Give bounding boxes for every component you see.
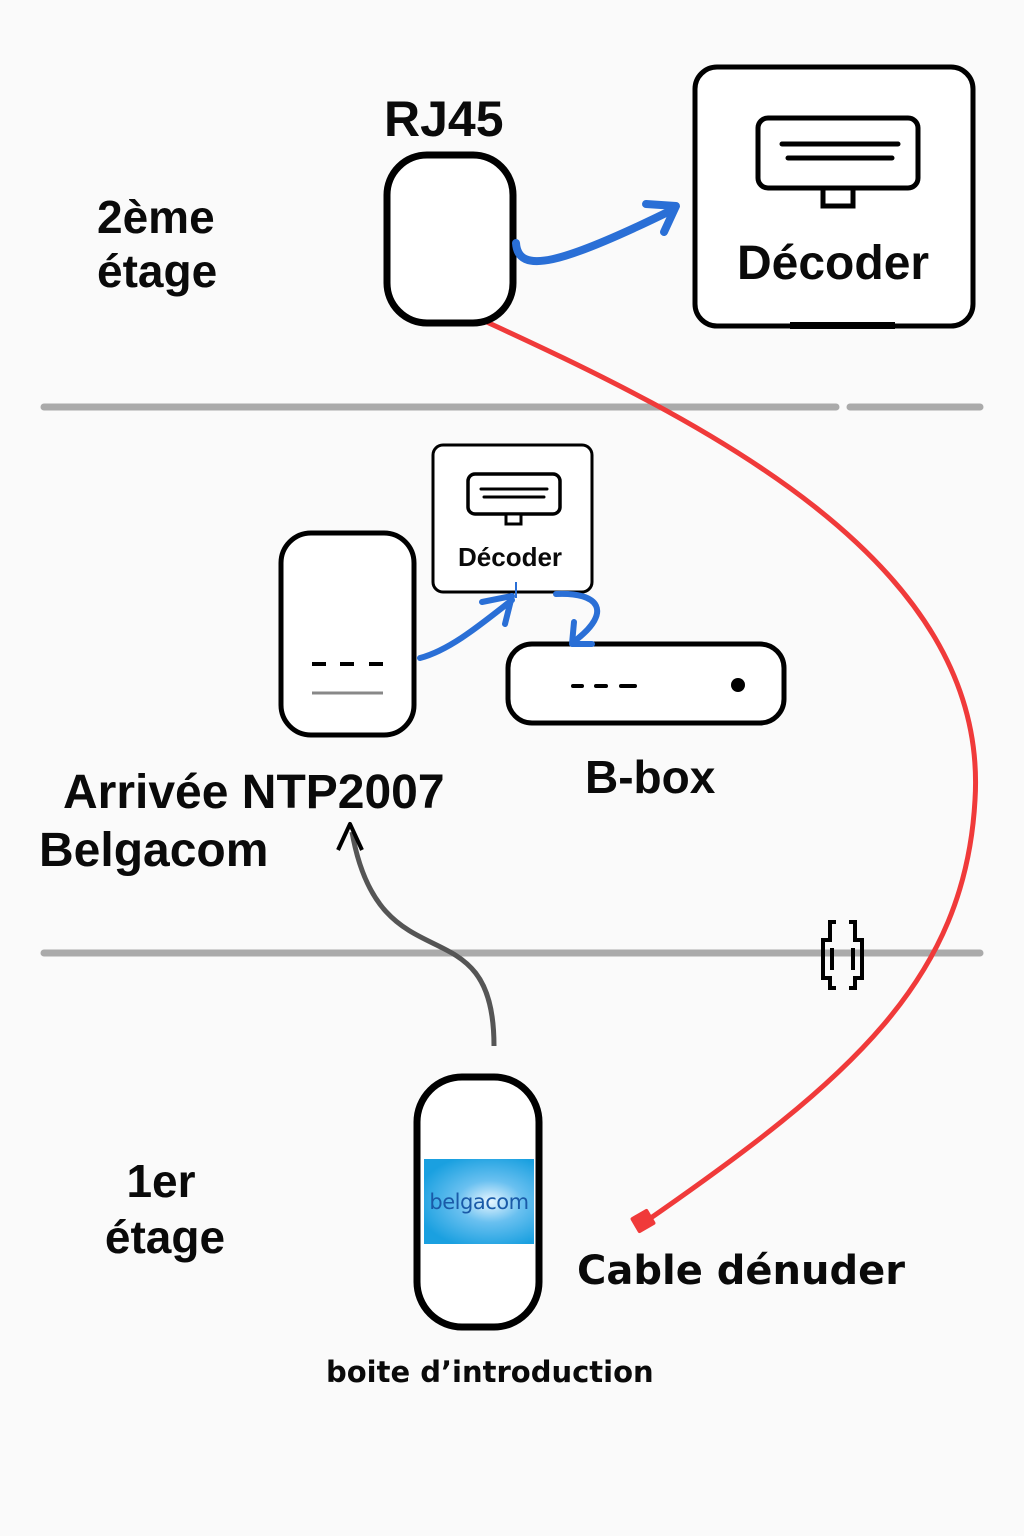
arrowhead-icon — [569, 619, 595, 647]
ntp-label: Arrivée NTP2007 Belgacom — [39, 764, 445, 880]
arrowhead-icon — [336, 822, 364, 851]
decoder-mid-label: Décoder — [458, 542, 563, 572]
floor-label-first: 1er étage — [100, 1153, 230, 1265]
bbox-power-led-icon — [731, 678, 745, 692]
feed-line-intro-to-ntp — [349, 831, 497, 1047]
ethernet-link-ntp-decoder — [417, 597, 515, 661]
floor-label-second: 2ème étage — [97, 190, 217, 298]
bbox-router[interactable] — [505, 641, 787, 726]
floor-label-line: 1er — [126, 1155, 196, 1207]
ntp2007-box[interactable] — [278, 530, 417, 738]
cable-end-marker — [630, 1208, 656, 1234]
floor-label-line: étage — [97, 245, 218, 297]
telephone-cable — [476, 315, 978, 1225]
bbox-label: B-box — [585, 751, 716, 803]
decoder-top-foot — [790, 322, 895, 329]
decoder-top-icon — [755, 115, 921, 209]
ntp-indicator-dashes — [312, 662, 383, 695]
rj45-label: RJ45 — [384, 91, 504, 147]
ethernet-link-decoder-bbox — [553, 590, 600, 643]
ethernet-link-rj45-decoder — [512, 206, 676, 266]
belgacom-logo: belgacom — [424, 1159, 534, 1244]
cable-label: Cable dénuder — [577, 1248, 905, 1294]
floor-label-line: 2ème — [97, 191, 215, 243]
intro-box-label: boite d’introduction — [326, 1355, 654, 1389]
decoder-mid-icon — [466, 472, 562, 526]
arrowhead-icon — [479, 593, 515, 627]
rj45-socket[interactable] — [383, 151, 517, 327]
ntp-label-line: Belgacom — [39, 824, 269, 877]
arrowhead-icon — [642, 200, 680, 236]
floor-label-line: étage — [104, 1211, 226, 1263]
ntp-label-line: Arrivée NTP2007 — [63, 766, 445, 819]
decoder-top-label: Décoder — [737, 237, 930, 290]
wall-passthrough-icon — [821, 920, 864, 990]
